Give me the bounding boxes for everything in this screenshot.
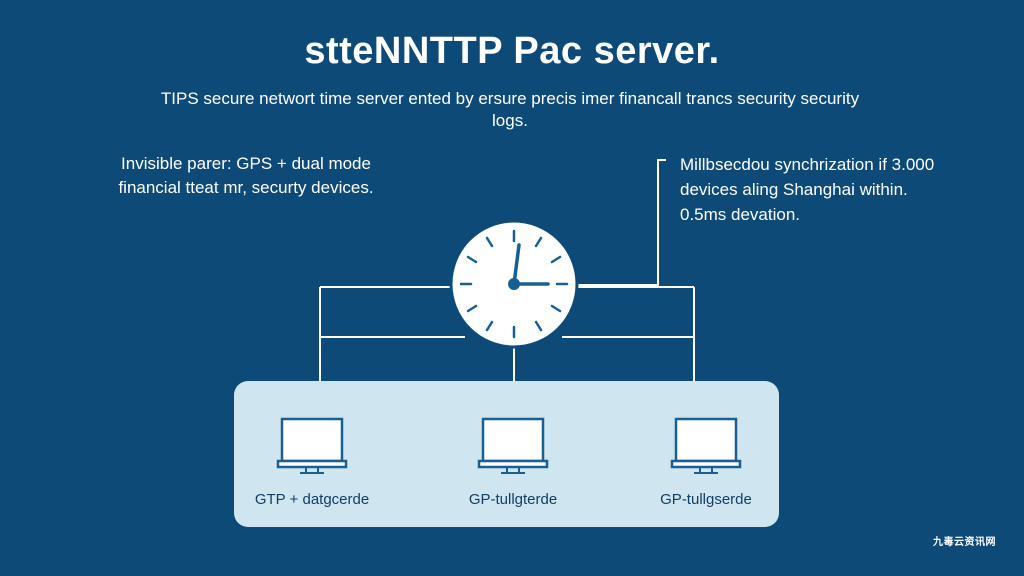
- note-right: Millbsecdou synchrization if 3.000 devic…: [680, 155, 935, 224]
- diagram-subtitle: TIPS secure networt time server ented by…: [160, 89, 860, 130]
- device-label: GP-tullgterde: [468, 491, 558, 508]
- diagram-title: stteNNTTP Pac server.: [304, 30, 720, 72]
- laptop-icon: [477, 417, 549, 474]
- device-3: GP-tullgserde: [626, 417, 786, 508]
- laptop-icon: [276, 417, 348, 474]
- device-label: GTP + datgcerde: [254, 491, 370, 508]
- watermark: 九毒云资讯网: [933, 537, 996, 548]
- right-note-bracket: [578, 159, 666, 286]
- devices-panel: GTP + datgcerde GP-tullgterde GP-tullgse…: [234, 381, 779, 527]
- device-2: GP-tullgterde: [433, 417, 593, 508]
- clock-icon: [449, 219, 579, 349]
- device-label: GP-tullgserde: [660, 491, 752, 508]
- device-1: GTP + datgcerde: [232, 417, 392, 508]
- note-left: Invisible parer: GPS + dual mode financi…: [118, 154, 374, 197]
- laptop-icon: [670, 417, 742, 474]
